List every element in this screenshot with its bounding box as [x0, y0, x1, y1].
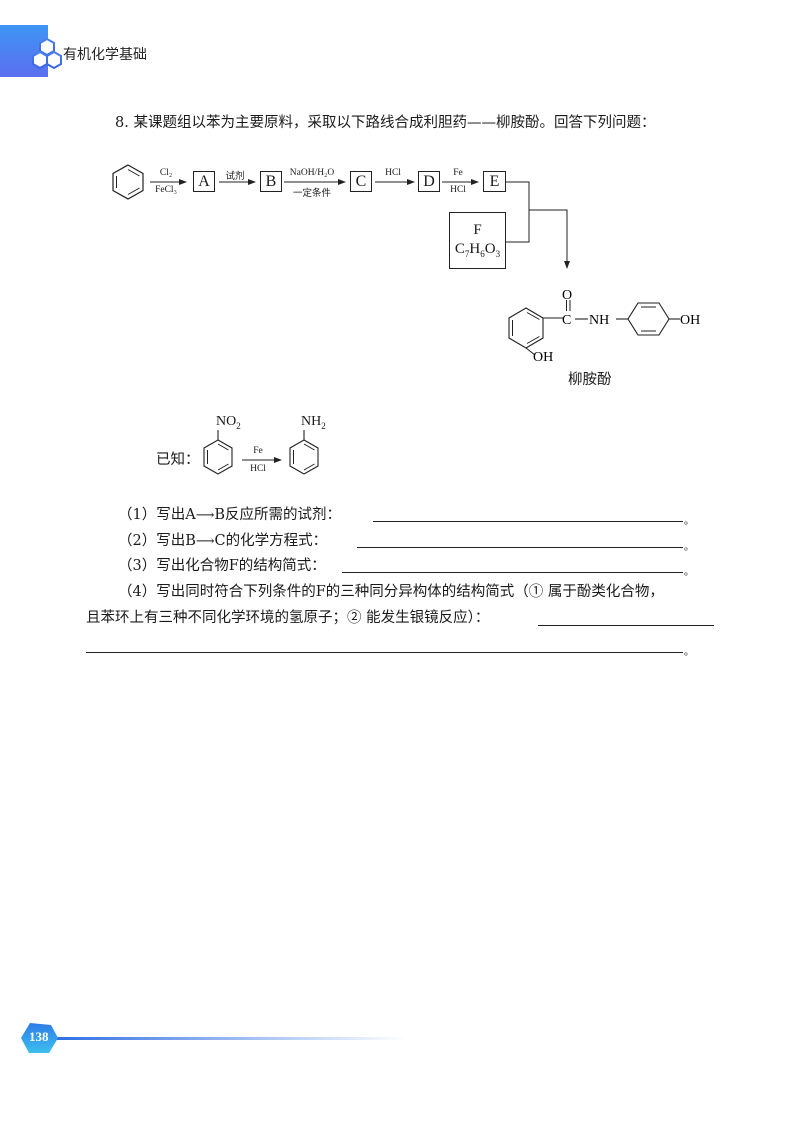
- hexagon-logo-icon: [32, 38, 62, 70]
- benzene-ring-icon: [112, 164, 144, 200]
- compound-f-label: F: [473, 222, 482, 238]
- scheme-arrows: [150, 179, 570, 269]
- period-2: 。: [684, 542, 694, 553]
- amide-nh: NH: [589, 313, 609, 328]
- compound-c-box: C: [350, 171, 372, 192]
- reagent-hcl: HCl: [385, 168, 401, 178]
- reagent-cl2: Cl₂: [159, 168, 173, 178]
- carbonyl-carbon: C: [562, 313, 571, 328]
- phenol-oh-left: OH: [533, 350, 553, 363]
- subquestion-4-line2: 且苯环上有三种不同化学环境的氢原子；② 能发生银镜反应）：: [86, 610, 490, 626]
- nitro-group-label: NO2: [216, 414, 241, 431]
- answer-blank-3[interactable]: [342, 572, 683, 573]
- compound-f-formula: C7H6O3: [454, 240, 501, 259]
- known-arrow: [242, 457, 282, 463]
- compound-f-box: F C7H6O3: [449, 212, 506, 269]
- liuanfen-structure: O C NH OH OH: [508, 288, 700, 363]
- compound-e-box: E: [483, 171, 506, 192]
- answer-blank-2[interactable]: [357, 547, 683, 548]
- subquestion-4-line1: （4）写出同时符合下列条件的F的三种同分异构体的结构简式（① 属于酚类化合物，: [118, 584, 664, 600]
- subquestion-1: （1）写出A⟶B反应所需的试剂：: [118, 507, 341, 523]
- answer-blank-1[interactable]: [373, 521, 683, 522]
- reagent-naoh-h2o: NaOH/H₂O: [289, 168, 335, 178]
- amino-group-label: NH2: [301, 414, 326, 431]
- book-title: 有机化学基础: [63, 47, 147, 63]
- question-stem: 8. 某课题组以苯为主要原料，采取以下路线合成利胆药——柳胺酚。回答下列问题：: [115, 116, 655, 131]
- reagent-fe: Fe: [453, 168, 463, 178]
- aniline-ring-icon: [289, 430, 319, 475]
- product-name: 柳胺酚: [568, 372, 612, 388]
- question-stem-text: 某课题组以苯为主要原料，采取以下路线合成利胆药——柳胺酚。回答下列问题：: [133, 115, 656, 131]
- period-4: 。: [684, 647, 694, 658]
- compound-a-box: A: [193, 171, 215, 192]
- compound-d-box: D: [418, 171, 440, 192]
- carbonyl-oxygen: O: [562, 288, 572, 303]
- period-3: 。: [684, 567, 694, 578]
- known-label: 已知：: [156, 452, 200, 468]
- known-reagent-hcl: HCl: [250, 464, 266, 474]
- reagent-shiji: 试剂: [225, 171, 245, 182]
- answer-blank-4a[interactable]: [538, 625, 714, 626]
- known-reagent-fe: Fe: [253, 446, 263, 456]
- reagent-fecl3: FeCl₃: [155, 185, 177, 195]
- reagent-hcl-2: HCl: [450, 185, 466, 195]
- phenol-oh-right: OH: [680, 313, 700, 328]
- page-number-badge: [21, 1023, 406, 1053]
- page-number: 138: [29, 1029, 49, 1044]
- subquestion-3: （3）写出化合物F的结构简式：: [118, 558, 326, 574]
- nitrobenzene-ring-icon: [203, 430, 233, 475]
- compound-b-box: B: [260, 171, 282, 192]
- question-number: 8.: [115, 115, 129, 131]
- subquestion-2: （2）写出B⟶C的化学方程式：: [118, 533, 328, 549]
- answer-blank-4b[interactable]: [86, 652, 683, 653]
- period-1: 。: [684, 516, 694, 527]
- reagent-condition: 一定条件: [292, 188, 331, 199]
